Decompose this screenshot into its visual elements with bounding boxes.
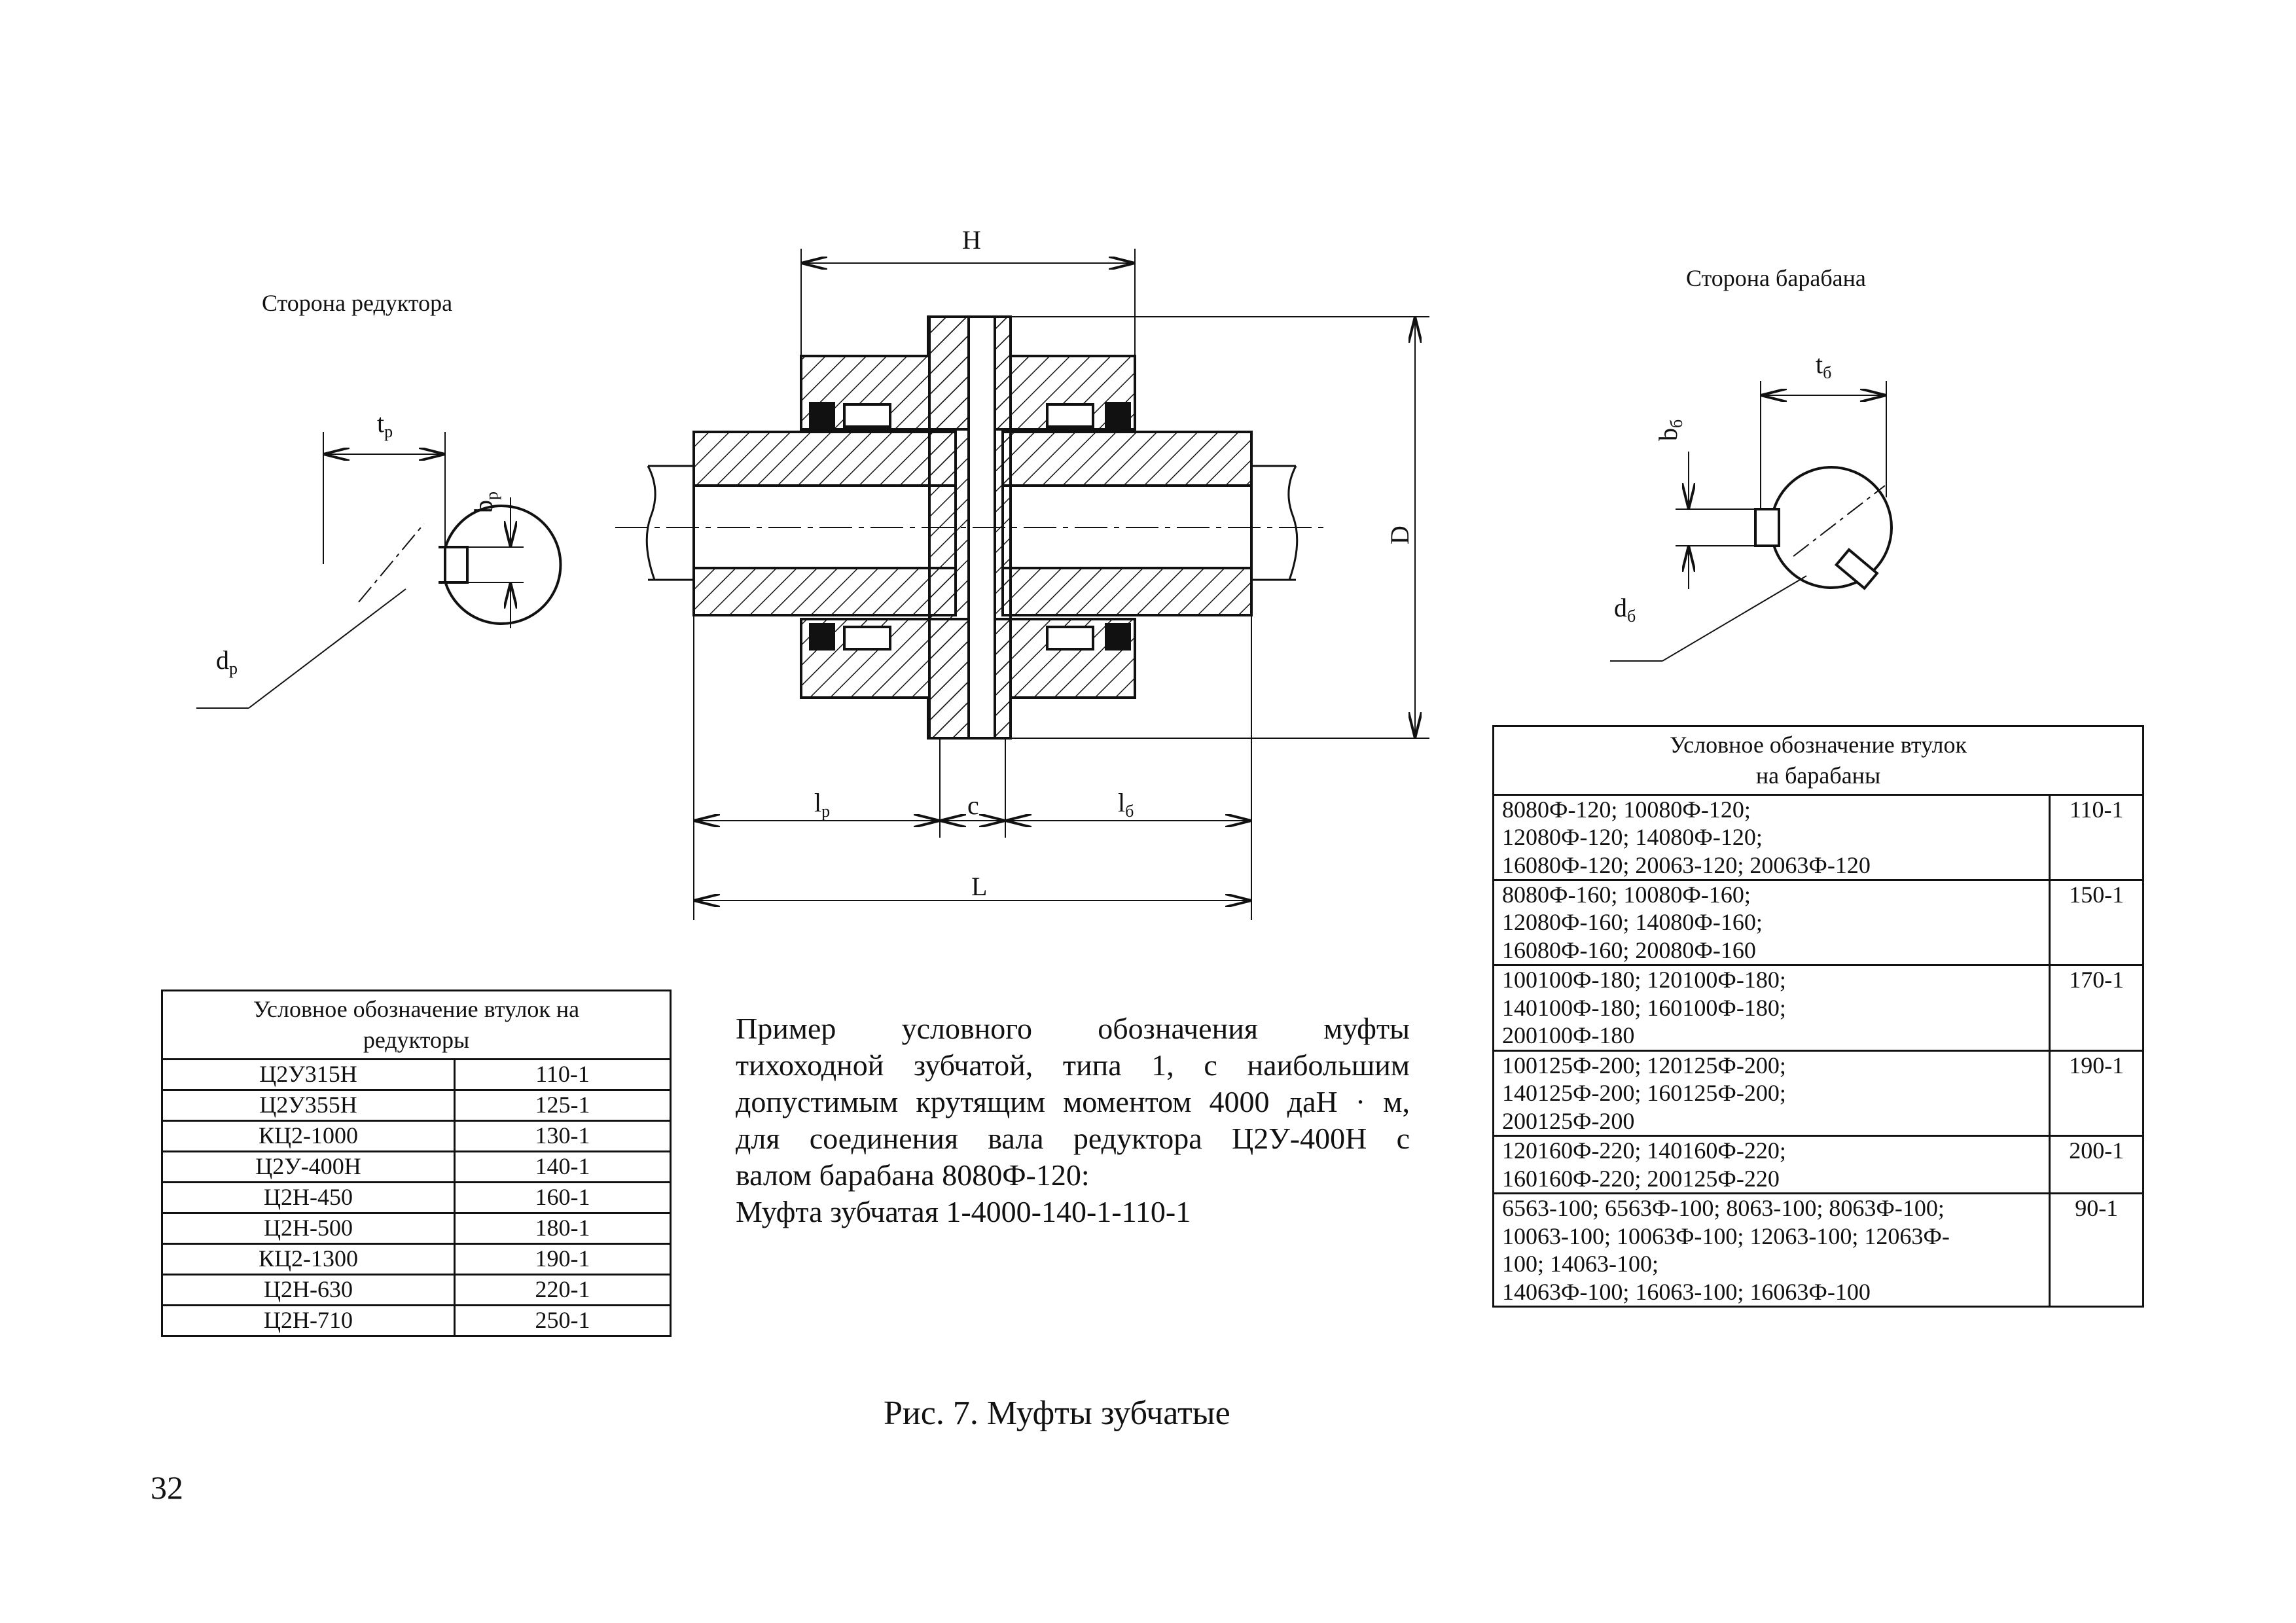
example-line: валом барабана 8080Ф-120:	[736, 1158, 1090, 1192]
label-t-p: tр	[377, 408, 393, 441]
reducer-type-cell: Ц2Н-630	[161, 1273, 456, 1306]
drawing-labels: H D c L lр lб tр bр dр tб bб dб	[216, 225, 1831, 901]
coupling-section-drawing	[615, 249, 1429, 920]
drum-type-line: 200100Ф-180	[1502, 1022, 1635, 1049]
table-row: 100100Ф-180; 120100Ф-180;140100Ф-180; 16…	[1492, 964, 2144, 1052]
drum-type-line: 100; 14063-100;	[1502, 1251, 1659, 1277]
drum-type-line: 8080Ф-120; 10080Ф-120;	[1502, 796, 1751, 823]
reducer-side-title: Сторона редуктора	[262, 290, 453, 316]
bushing-code-cell: 140-1	[454, 1150, 672, 1183]
table-row: 8080Ф-120; 10080Ф-120;12080Ф-120; 14080Ф…	[1492, 793, 2144, 882]
label-H: H	[962, 225, 981, 255]
bushing-code-cell: 150-1	[2049, 878, 2144, 967]
bushing-code-cell: 250-1	[454, 1304, 672, 1337]
reducer-type-cell: КЦ2-1300	[161, 1242, 456, 1275]
drum-side-title: Сторона барабана	[1686, 265, 1866, 291]
reducer-type-cell: Ц2У-400Н	[161, 1150, 456, 1183]
label-d-b: dб	[1614, 593, 1636, 626]
label-c: c	[967, 791, 979, 820]
drum-type-cell: 120160Ф-220; 140160Ф-220;160160Ф-220; 20…	[1492, 1135, 2051, 1195]
example-line: для соединения вала редуктора Ц2У-400Н с	[736, 1122, 1410, 1155]
example-line: Пример условного обозначения муфты	[736, 1012, 1410, 1045]
reducer-type-cell: Ц2Н-710	[161, 1304, 456, 1337]
drum-type-line: 16080Ф-160; 20080Ф-160	[1502, 936, 1756, 963]
bushing-code-cell: 220-1	[454, 1273, 672, 1306]
label-l-p: lр	[814, 788, 830, 821]
reducer-type-cell: Ц2Н-500	[161, 1211, 456, 1245]
bushing-code-cell: 160-1	[454, 1181, 672, 1214]
bushing-code-cell: 200-1	[2049, 1135, 2144, 1195]
drum-type-line: 160160Ф-220; 200125Ф-220	[1502, 1165, 1780, 1192]
bushing-code-cell: 125-1	[454, 1088, 672, 1122]
table-row: 120160Ф-220; 140160Ф-220;160160Ф-220; 20…	[1492, 1135, 2144, 1195]
bushing-code-cell: 180-1	[454, 1211, 672, 1245]
drum-type-cell: 8080Ф-120; 10080Ф-120;12080Ф-120; 14080Ф…	[1492, 793, 2051, 882]
drum-type-line: 10063-100; 10063Ф-100; 12063-100; 12063Ф…	[1502, 1222, 1950, 1249]
designation-example-result: Муфта зубчатая 1-4000-140-1-110-1	[736, 1195, 1191, 1228]
drum-type-line: 12080Ф-120; 14080Ф-120;	[1502, 824, 1763, 851]
label-b-p: bр	[469, 491, 501, 513]
drum-type-line: 140100Ф-180; 160100Ф-180;	[1502, 994, 1786, 1021]
drum-type-cell: 100125Ф-200; 120125Ф-200;140125Ф-200; 16…	[1492, 1049, 2051, 1137]
drum-shaft-section	[1610, 381, 1893, 662]
drum-type-line: 16080Ф-120; 20063-120; 20063Ф-120	[1502, 851, 1871, 878]
reducer-type-cell: Ц2У315Н	[161, 1058, 456, 1091]
bushing-code-cell: 190-1	[2049, 1049, 2144, 1137]
drum-type-cell: 100100Ф-180; 120100Ф-180;140100Ф-180; 16…	[1492, 964, 2051, 1052]
page-number: 32	[151, 1469, 183, 1506]
label-t-b: tб	[1816, 349, 1831, 382]
label-l-b: lб	[1118, 788, 1134, 821]
reducer-type-cell: Ц2Н-450	[161, 1181, 456, 1214]
reducer-table-header: Условное обозначение втулок на редукторы	[161, 990, 672, 1060]
example-line: допустимым крутящим моментом 4000 даН · …	[736, 1085, 1410, 1118]
table-row: 6563-100; 6563Ф-100; 8063-100; 8063Ф-100…	[1492, 1192, 2144, 1308]
drum-type-cell: 8080Ф-160; 10080Ф-160;12080Ф-160; 14080Ф…	[1492, 878, 2051, 967]
table-row: 100125Ф-200; 120125Ф-200;140125Ф-200; 16…	[1492, 1049, 2144, 1137]
table-row: 8080Ф-160; 10080Ф-160;12080Ф-160; 14080Ф…	[1492, 878, 2144, 967]
reducer-bushing-table: Условное обозначение втулок на редукторы…	[161, 990, 672, 1337]
drum-type-line: 200125Ф-200	[1502, 1107, 1635, 1134]
bushing-code-cell: 130-1	[454, 1119, 672, 1152]
reducer-type-cell: КЦ2-1000	[161, 1119, 456, 1152]
figure-caption: Рис. 7. Муфты зубчатые	[884, 1395, 1230, 1432]
reducer-shaft-section	[196, 432, 562, 709]
bushing-code-cell: 170-1	[2049, 964, 2144, 1052]
drum-type-line: 100125Ф-200; 120125Ф-200;	[1502, 1052, 1786, 1079]
bushing-code-cell: 90-1	[2049, 1192, 2144, 1308]
label-L: L	[971, 872, 987, 901]
drum-table-header: Условное обозначение втулок на барабаны	[1492, 725, 2144, 796]
drum-type-line: 140125Ф-200; 160125Ф-200;	[1502, 1080, 1786, 1107]
drum-type-line: 100100Ф-180; 120100Ф-180;	[1502, 967, 1786, 993]
bushing-code-cell: 110-1	[454, 1058, 672, 1091]
label-D: D	[1385, 526, 1414, 544]
label-d-p: dр	[216, 645, 238, 678]
bushing-code-cell: 110-1	[2049, 793, 2144, 882]
drum-bushing-table: Условное обозначение втулок на барабаны …	[1492, 725, 2144, 1308]
drum-type-line: 8080Ф-160; 10080Ф-160;	[1502, 882, 1751, 908]
drum-type-line: 14063Ф-100; 16063-100; 16063Ф-100	[1502, 1278, 1871, 1305]
drum-type-line: 12080Ф-160; 14080Ф-160;	[1502, 909, 1763, 936]
reducer-type-cell: Ц2У355Н	[161, 1088, 456, 1122]
drum-type-line: 6563-100; 6563Ф-100; 8063-100; 8063Ф-100…	[1502, 1195, 1945, 1222]
bushing-code-cell: 190-1	[454, 1242, 672, 1275]
drum-type-cell: 6563-100; 6563Ф-100; 8063-100; 8063Ф-100…	[1492, 1192, 2051, 1308]
example-line: тихоходной зубчатой, типа 1, с наибольши…	[736, 1048, 1410, 1082]
drum-type-line: 120160Ф-220; 140160Ф-220;	[1502, 1137, 1786, 1164]
label-b-b: bб	[1653, 419, 1686, 441]
